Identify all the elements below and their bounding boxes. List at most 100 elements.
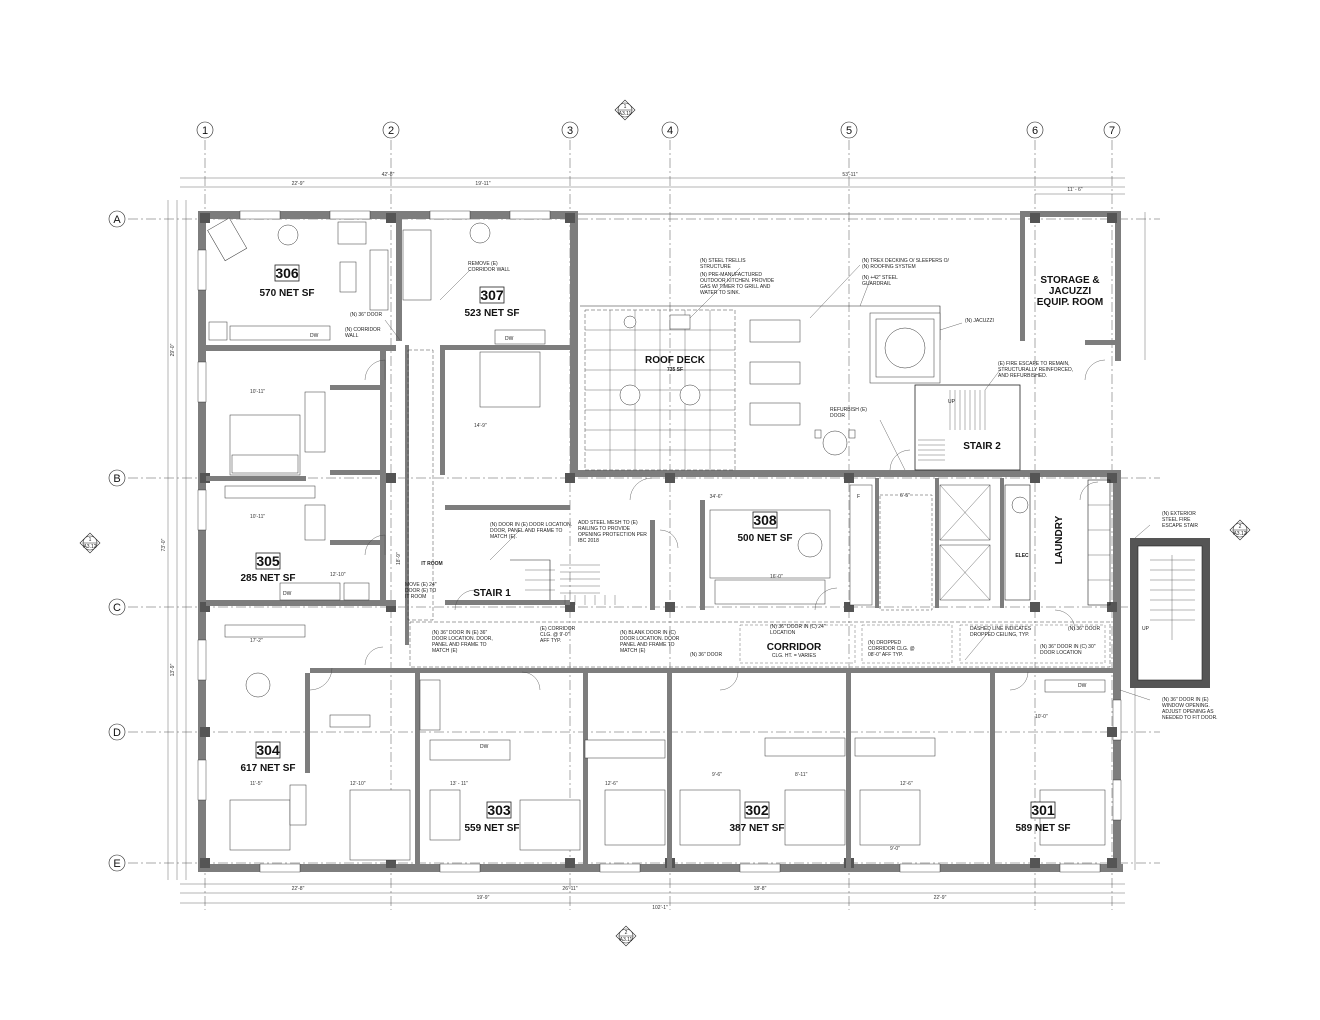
roof-deck: ROOF DECK 735 SF	[580, 305, 941, 471]
room-308-num: 308	[753, 512, 777, 528]
dim-d10: 12'-6"	[900, 781, 913, 787]
dim-d2: 18'-9"	[396, 552, 402, 565]
corridor: CORRIDOR CLG. HT. = VARIES	[407, 349, 1111, 668]
corridor-sub: CLG. HT. = VARIES	[772, 653, 817, 659]
section-marker-top: 1 A3.11	[614, 99, 636, 121]
dim-d15: 16'-0"	[770, 574, 783, 580]
note-36-door-4: (N) 36" DOOR	[1068, 626, 1101, 632]
elevator-shafts: ELEC LAUNDRY	[879, 479, 1111, 611]
grid-col-4: 4	[667, 125, 673, 137]
fire-escape-up: UP	[1142, 626, 1150, 632]
dim-d9: 8'-11"	[795, 772, 808, 778]
note-36-door-2: (N) 36" DOOR IN (E) 36" DOOR LOCATION. D…	[432, 630, 493, 654]
dim-top-1: 22'-9"	[292, 181, 305, 187]
grid-col-5: 5	[846, 125, 852, 137]
dim-d1b: 10'-11"	[250, 514, 265, 520]
dim-d11: 9'-0"	[890, 846, 900, 852]
dim-d13: 6'-5"	[900, 493, 910, 499]
dim-top-3: 11' - 6"	[1067, 187, 1082, 193]
dim-d3: 12'-10"	[330, 572, 346, 578]
unit-301-dw: DW	[1078, 683, 1087, 689]
room-306-area: 570 NET SF	[259, 288, 314, 299]
dim-left-2: 13'-9"	[170, 663, 176, 676]
grid-bubbles-rows: A B C D E	[108, 210, 126, 872]
dim-bottom-2: 19'-9"	[477, 895, 490, 901]
room-305-area: 285 NET SF	[240, 573, 295, 584]
section-left-sheet: A3.12	[83, 544, 96, 550]
section-bottom-sheet: A3.11	[620, 937, 633, 943]
interior-dimensions: 10'-11" 10'-11" 12'-10" 17'-2" 11'-5" 12…	[250, 389, 1048, 852]
storage-label-1: STORAGE &	[1040, 275, 1099, 286]
dim-top-total-1: 42'-8"	[382, 172, 395, 178]
dim-bottom-total: 102'-1"	[652, 905, 668, 911]
grid-row-a: A	[113, 214, 121, 226]
elec-label: ELEC	[1015, 553, 1029, 559]
section-right-num: 2	[1239, 524, 1242, 530]
room-301-area: 589 NET SF	[1015, 823, 1070, 834]
note-guardrail: (N) +42" STEEL GUARDRAIL	[862, 275, 898, 287]
note-corridor-wall: (N) CORRIDOR WALL	[345, 327, 381, 339]
room-307-num: 307	[480, 287, 504, 303]
note-exterior-stair: (N) EXTERIOR STEEL FIRE ESCAPE STAIR	[1162, 511, 1199, 529]
room-303: 303 559 NET SF	[464, 801, 520, 834]
storage-label-2: JACUZZI	[1049, 286, 1091, 297]
room-305-num: 305	[256, 553, 280, 569]
grid-col-1: 1	[202, 125, 208, 137]
grid-row-b: B	[113, 473, 120, 485]
note-steel-mesh: ADD STEEL MESH TO (E) RAILING TO PROVIDE…	[578, 520, 647, 544]
door-swings	[309, 359, 1106, 691]
dim-d3b: 12'-10"	[350, 781, 366, 787]
room-304-area: 617 NET SF	[240, 763, 295, 774]
note-kitchen: (N) PRE-MANUFACTURED OUTDOOR KITCHEN. PR…	[700, 272, 775, 296]
stair-2: STAIR 2 UP	[914, 384, 1021, 471]
note-window-door: (N) 36" DOOR IN (E) WINDOW OPENING. ADJU…	[1162, 697, 1218, 721]
room-308-area: 500 NET SF	[737, 533, 792, 544]
grid-row-d: D	[113, 727, 121, 739]
dim-d7: 12'-6"	[605, 781, 618, 787]
section-top-sheet: A3.11	[619, 111, 632, 117]
note-dashed-line: DASHED LINE INDICATES DROPPED CEILING, T…	[970, 626, 1032, 638]
dim-d14: 14'-9"	[474, 423, 487, 429]
room-302-num: 302	[745, 802, 769, 818]
dim-d4: 17'-2"	[250, 638, 263, 644]
dim-bottom-3: 26'-11"	[562, 886, 577, 892]
section-marker-bottom: 2 A3.11	[615, 925, 637, 947]
grid-row-e: E	[113, 858, 120, 870]
exterior-fire-escape: UP	[1130, 538, 1210, 688]
unit-307-dw: DW	[505, 336, 514, 342]
dim-left-1: 29'-0"	[170, 343, 176, 356]
room-303-num: 303	[487, 802, 511, 818]
grid-col-2: 2	[388, 125, 394, 137]
room-307-area: 523 NET SF	[464, 308, 519, 319]
dimension-texts: 22'-9" 19'-11" 42'-8" 53'-11" 11' - 6" 2…	[161, 172, 1083, 911]
dim-top-2: 19'-11"	[475, 181, 490, 187]
unit-305-dw: DW	[283, 591, 292, 597]
dim-d12: 10'-0"	[1035, 714, 1048, 720]
grid-col-3: 3	[567, 125, 573, 137]
room-301: 301 589 NET SF	[1015, 801, 1071, 834]
section-top-num: 1	[624, 104, 627, 110]
room-304-num: 304	[256, 742, 280, 758]
room-306: 306 570 NET SF	[259, 264, 315, 299]
dim-bottom-4: 18'-8"	[754, 886, 767, 892]
dim-d8: 9'-6"	[712, 772, 722, 778]
dim-bottom-1: 22'-8"	[292, 886, 305, 892]
note-blank-door: (N) BLANK DOOR IN (C) DOOR LOCATION. DOO…	[620, 630, 680, 654]
note-fire-escape: (E) FIRE ESCAPE TO REMAIN, STRUCTURALLY …	[998, 361, 1074, 379]
note-jacuzzi: (N) JACUZZI	[965, 318, 994, 324]
room-306-num: 306	[275, 265, 299, 281]
storage-label-3: EQUIP. ROOM	[1037, 297, 1104, 308]
dim-d5: 11'-5"	[250, 781, 263, 787]
roof-deck-label: ROOF DECK	[645, 355, 706, 366]
dim-top-total-2: 53'-11"	[842, 172, 857, 178]
stair-2-up: UP	[948, 399, 956, 405]
dim-bottom-5: 22'-9"	[934, 895, 947, 901]
unit-303-dw: DW	[480, 744, 489, 750]
room-305: 305 285 NET SF	[240, 552, 296, 584]
note-36-door-1: (N) 36" DOOR	[350, 312, 383, 318]
note-door-location: (N) DOOR IN (E) DOOR LOCATION. DOOR, PAN…	[490, 522, 573, 540]
note-move-door: MOVE (E) 24" DOOR (E) TO IT ROOM	[405, 582, 437, 600]
grid-col-6: 6	[1032, 125, 1038, 137]
grid-bubbles-columns: 1 2 3 4 5 6 7	[196, 121, 1121, 139]
dim-left-total: 73'-0"	[161, 538, 167, 551]
